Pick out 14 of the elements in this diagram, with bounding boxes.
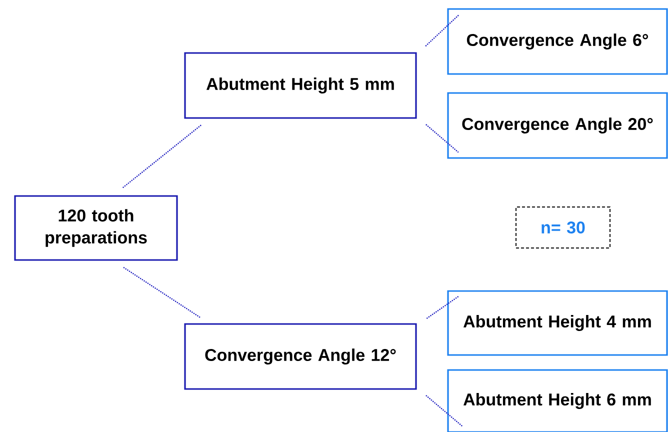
group-box: 120 tooth preparations: [14, 195, 178, 261]
connector-line: [123, 266, 201, 318]
group-box: Convergence Angle 20°: [447, 92, 668, 159]
group-box: Convergence Angle 6°: [447, 8, 668, 75]
group-box: Convergence Angle 12°: [184, 323, 417, 390]
group-box: Abutment Height 6 mm: [447, 369, 668, 432]
group-box: Abutment Height 5 mm: [184, 52, 417, 119]
sample-size-box: n= 30: [516, 206, 610, 248]
connector-line: [122, 124, 202, 188]
connector-line: [426, 124, 459, 153]
connector-line: [426, 394, 463, 427]
connector-line: [425, 14, 460, 47]
connector-line: [426, 295, 460, 319]
group-box: Abutment Height 4 mm: [447, 290, 668, 356]
